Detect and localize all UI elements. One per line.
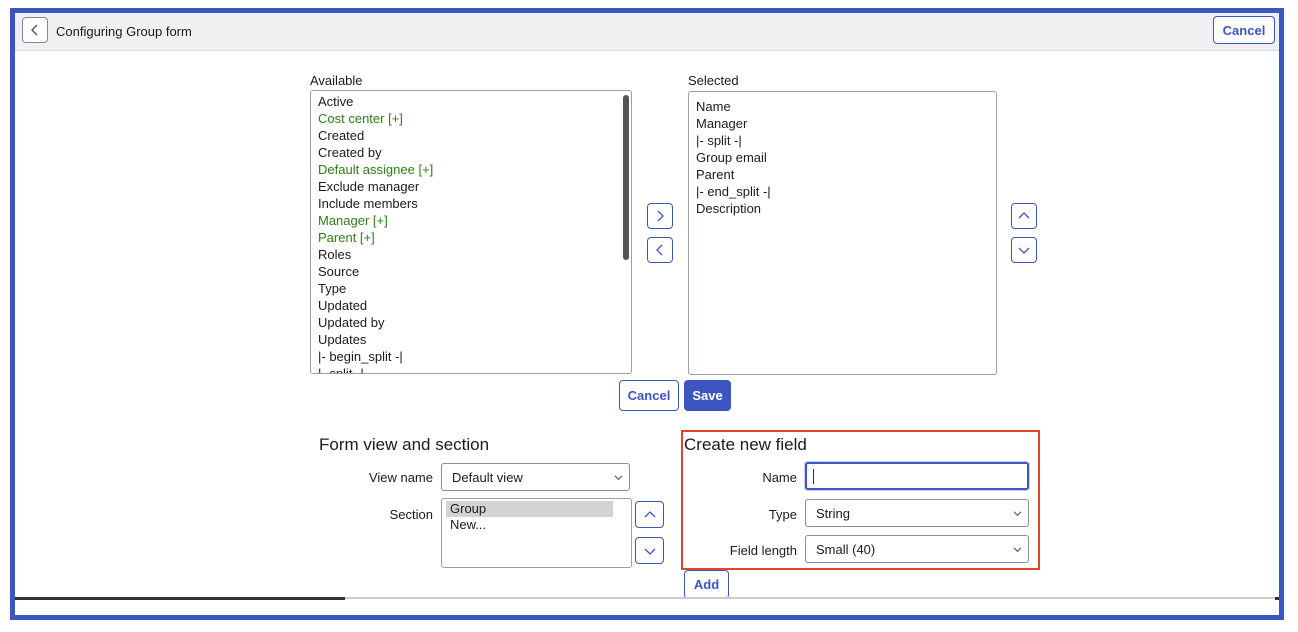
field-length-select[interactable]: Small (40) (805, 535, 1029, 563)
chevron-down-icon (1018, 247, 1030, 254)
create-field-heading: Create new field (684, 435, 807, 454)
move-up-button[interactable] (1011, 203, 1037, 229)
back-button[interactable] (22, 17, 48, 43)
name-label: Name (762, 470, 797, 485)
available-item[interactable]: Updated by (318, 315, 385, 330)
field-length-value: Small (40) (816, 541, 876, 557)
chevron-right-icon (657, 210, 664, 222)
selected-item[interactable]: Manager (696, 116, 748, 131)
chevron-up-icon (644, 510, 655, 517)
selected-label: Selected (688, 73, 739, 88)
app-frame: Configuring Group form Cancel Available … (10, 8, 1284, 620)
view-name-value: Default view (452, 469, 523, 485)
available-item[interactable]: Active (318, 94, 354, 109)
selected-item[interactable]: Description (696, 201, 762, 216)
available-item[interactable]: Include members (318, 196, 418, 211)
selected-item[interactable]: Name (696, 99, 731, 114)
view-name-select[interactable]: Default view (441, 463, 630, 491)
available-item[interactable]: Roles (318, 247, 352, 262)
cancel-button[interactable]: Cancel (619, 380, 679, 411)
name-input[interactable] (805, 462, 1029, 490)
available-item[interactable]: Created (318, 128, 365, 143)
save-button[interactable]: Save (684, 380, 731, 411)
move-down-button[interactable] (1011, 237, 1037, 263)
chevron-down-icon (1013, 547, 1022, 553)
selected-item[interactable]: |- split -| (696, 133, 742, 148)
section-move-up-button[interactable] (635, 501, 664, 528)
selected-item[interactable]: Parent (696, 167, 735, 182)
page-title: Configuring Group form (56, 24, 192, 39)
type-value: String (816, 505, 850, 521)
chevron-down-icon (1013, 511, 1022, 517)
type-label: Type (768, 507, 797, 522)
type-select[interactable]: String (805, 499, 1029, 527)
available-item[interactable]: |- begin_split -| (318, 349, 403, 364)
available-scrollbar[interactable] (623, 95, 629, 260)
available-item[interactable]: Default assignee [+] (318, 162, 434, 177)
selected-item[interactable]: |- end_split -| (696, 184, 771, 199)
chevron-up-icon (1018, 212, 1030, 219)
bottom-strip-right (1275, 597, 1279, 600)
available-label: Available (310, 73, 363, 88)
available-item[interactable]: Cost center [+] (318, 111, 403, 126)
chevron-left-icon (656, 244, 663, 256)
remove-from-selected-button[interactable] (647, 237, 673, 263)
add-to-selected-button[interactable] (647, 203, 673, 229)
available-item[interactable]: Parent [+] (318, 230, 375, 245)
create-field-highlight (681, 430, 1040, 570)
section-list[interactable]: Group New... (441, 498, 632, 568)
section-option[interactable]: New... (450, 517, 487, 532)
available-item[interactable]: Updates (318, 332, 367, 347)
chevron-left-icon (31, 24, 38, 36)
form-view-heading: Form view and section (319, 435, 490, 454)
chevron-down-icon (644, 548, 655, 555)
selected-item[interactable]: Group email (696, 150, 767, 165)
available-item[interactable]: |- split -| (318, 366, 364, 374)
section-label: Section (389, 507, 433, 522)
selected-section-highlight (446, 501, 613, 517)
available-item[interactable]: Type (318, 281, 347, 296)
header-cancel-button[interactable]: Cancel (1213, 16, 1275, 44)
header-bar: Configuring Group form Cancel (15, 13, 1279, 51)
text-caret (813, 469, 814, 484)
bottom-strip (15, 597, 345, 600)
bottom-divider (15, 597, 1279, 599)
available-item[interactable]: Source (318, 264, 360, 279)
available-item[interactable]: Created by (318, 145, 382, 160)
chevron-down-icon (614, 475, 623, 481)
view-name-label: View name (368, 470, 433, 485)
section-move-down-button[interactable] (635, 537, 664, 564)
available-item[interactable]: Exclude manager (318, 179, 420, 194)
available-item[interactable]: Updated (318, 298, 368, 313)
add-field-button[interactable]: Add (684, 570, 729, 599)
section-option[interactable]: Group (450, 501, 487, 516)
field-length-label: Field length (729, 543, 797, 558)
available-item[interactable]: Manager [+] (318, 213, 388, 228)
